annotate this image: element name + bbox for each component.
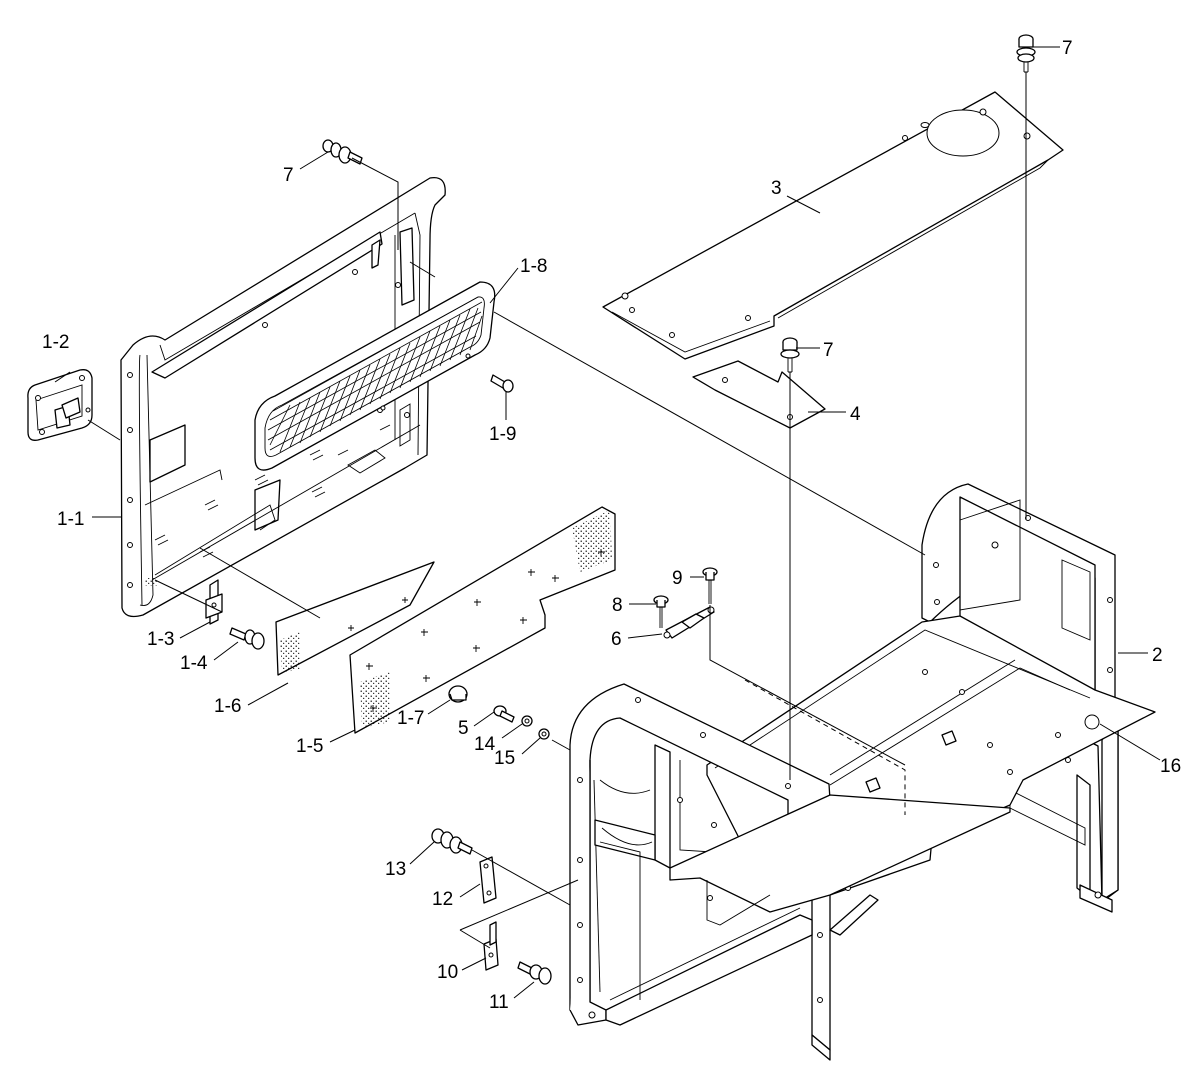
part-13-bolt bbox=[431, 828, 473, 855]
part-12-bracket bbox=[479, 856, 497, 904]
label-13: 13 bbox=[385, 859, 406, 880]
part-7-bolt-door bbox=[322, 139, 363, 165]
label-1-6: 1-6 bbox=[214, 696, 241, 717]
part-15-washer bbox=[538, 728, 550, 740]
part-5-bolt bbox=[493, 705, 515, 723]
part-1-2-handle bbox=[27, 369, 93, 441]
part-7-bolt-middle bbox=[780, 337, 800, 373]
label-6: 6 bbox=[611, 629, 622, 650]
label-1-2: 1-2 bbox=[42, 332, 69, 353]
part-1-4-bolt bbox=[229, 627, 265, 650]
assembly-lines bbox=[87, 72, 1027, 949]
part-4-bracket-plate bbox=[692, 360, 826, 429]
label-16: 16 bbox=[1160, 756, 1181, 777]
label-5: 5 bbox=[458, 718, 469, 739]
label-1-7: 1-7 bbox=[397, 708, 424, 729]
label-1-4: 1-4 bbox=[180, 653, 208, 674]
part-1-8-grille bbox=[254, 281, 496, 471]
part-1-7-plug bbox=[448, 685, 468, 703]
label-7-middle: 7 bbox=[823, 340, 834, 361]
label-1-3: 1-3 bbox=[147, 629, 174, 650]
part-1-3-catch bbox=[205, 579, 223, 625]
part-2-main-frame bbox=[569, 483, 1156, 1061]
callout-labels: 7 3 7 4 7 1-8 1-2 1-9 1-1 1-3 1-4 1-6 1-… bbox=[42, 38, 1181, 1013]
label-7-door: 7 bbox=[283, 165, 294, 186]
label-8: 8 bbox=[612, 595, 623, 616]
callout-leaders bbox=[54, 46, 1161, 999]
part-8-bolt bbox=[653, 595, 669, 628]
label-3: 3 bbox=[771, 178, 782, 199]
part-14-nut bbox=[521, 715, 533, 727]
label-11: 11 bbox=[489, 992, 509, 1013]
label-9: 9 bbox=[672, 568, 683, 589]
label-14: 14 bbox=[474, 734, 496, 755]
part-1-5-foam-panel bbox=[349, 506, 616, 734]
label-1-8: 1-8 bbox=[520, 256, 547, 277]
part-9-bolt bbox=[702, 567, 718, 604]
part-1-9-screw bbox=[490, 374, 514, 393]
part-3-top-cover-plate bbox=[602, 91, 1064, 360]
part-7-bolt-top bbox=[1016, 34, 1036, 73]
label-10: 10 bbox=[437, 962, 458, 983]
label-7-top: 7 bbox=[1062, 38, 1073, 59]
label-12: 12 bbox=[432, 889, 453, 910]
label-4: 4 bbox=[850, 404, 861, 425]
part-1-6-foam-panel bbox=[275, 561, 435, 676]
label-1-5: 1-5 bbox=[296, 736, 323, 757]
label-1-9: 1-9 bbox=[489, 424, 516, 445]
label-15: 15 bbox=[494, 748, 515, 769]
label-2: 2 bbox=[1152, 645, 1163, 666]
part-11-bolt bbox=[517, 961, 552, 985]
part-6-latch bbox=[663, 606, 715, 639]
label-1-1: 1-1 bbox=[57, 509, 84, 530]
